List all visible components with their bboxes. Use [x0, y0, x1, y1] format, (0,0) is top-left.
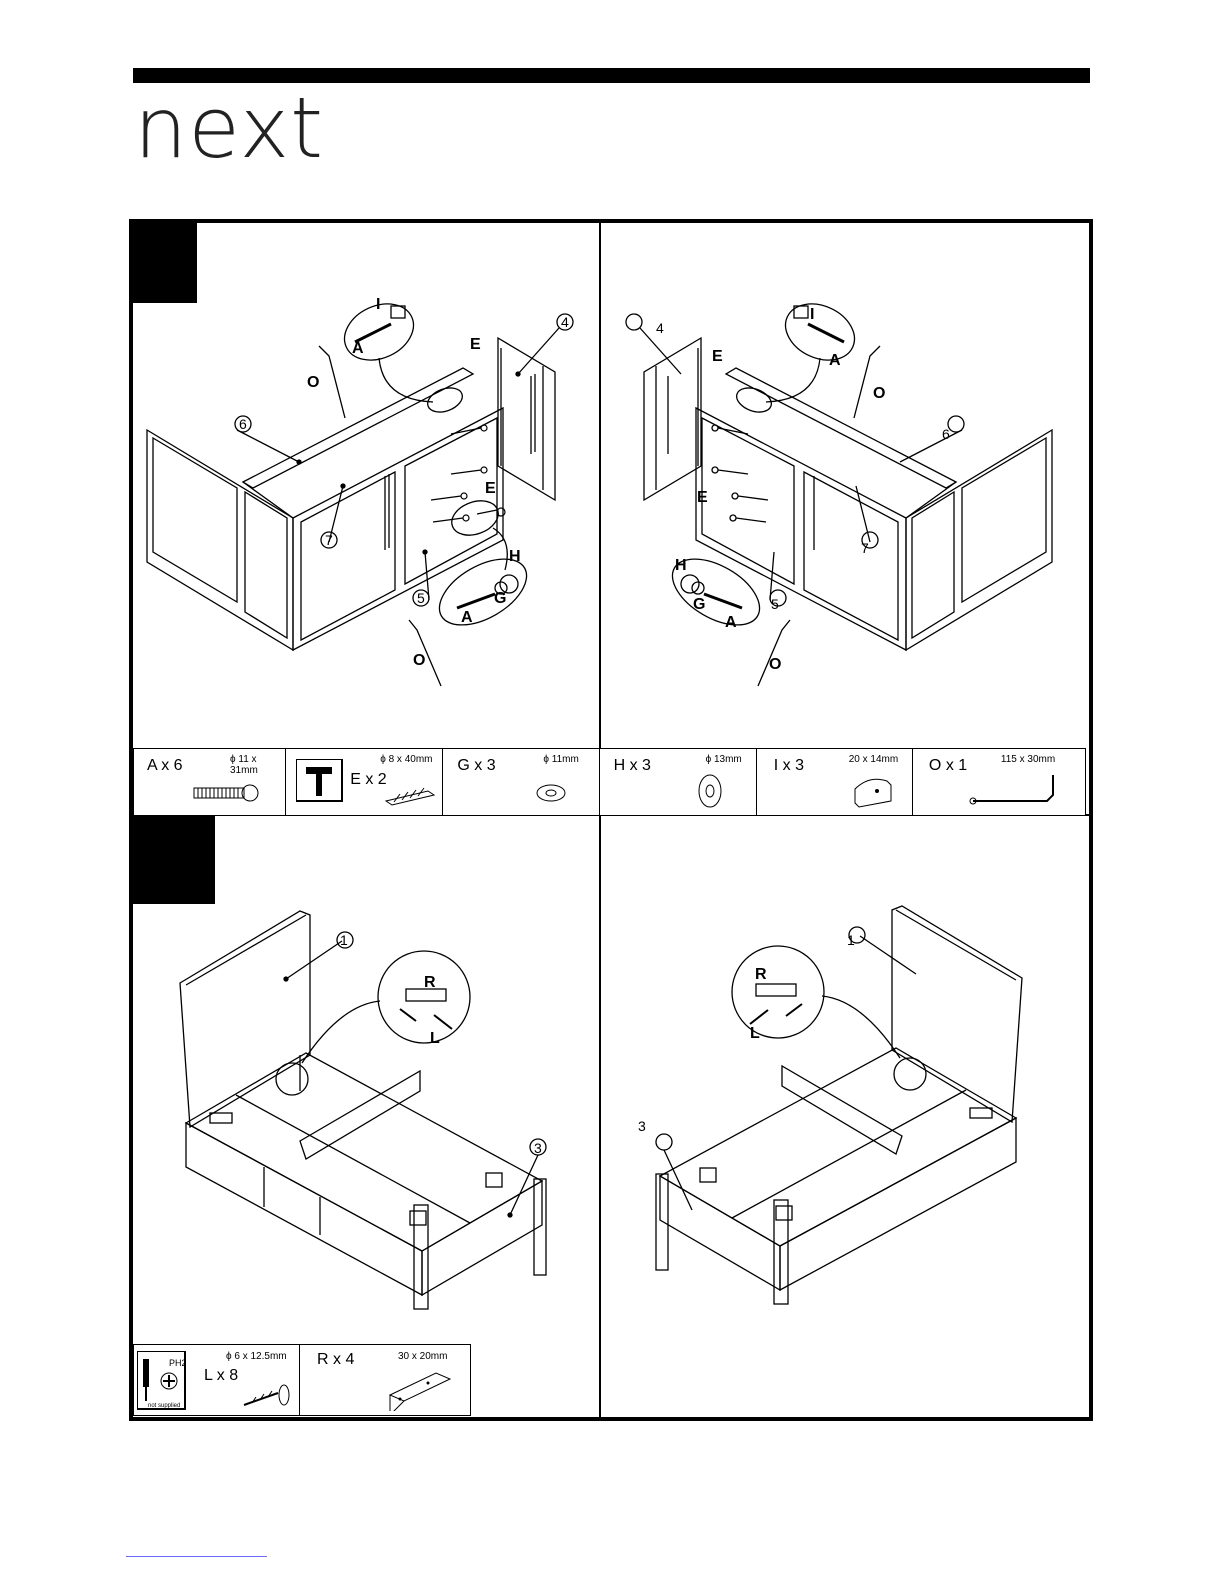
part-G-dim: ϕ 11mm: [543, 754, 578, 765]
callout-A-2: A: [461, 609, 473, 627]
callout-H-r: H: [675, 557, 687, 575]
callout-A-r-2: A: [725, 614, 737, 632]
bolt-icon: [192, 783, 262, 803]
step2-right-diagram: [630, 900, 1050, 1320]
callout-G: G: [494, 590, 506, 608]
part-number-4-r: 4: [656, 320, 664, 336]
parts-list-step1: A x 6 ϕ 11 x 31mm E x 2 ϕ 8 x 40mm G x 3…: [133, 748, 1086, 816]
callout-E: E: [470, 336, 481, 354]
part-number-1-r: 1: [847, 932, 855, 948]
part-number-5-r: 5: [771, 596, 779, 612]
part-R-dim: 30 x 20mm: [398, 1351, 447, 1362]
part-L: PH2 not supplied L x 8 ϕ 6 x 12.5mm: [134, 1345, 300, 1415]
part-I-dim: 20 x 14mm: [849, 754, 898, 765]
part-number-6: 6: [239, 416, 247, 432]
callout-R-r: R: [755, 966, 767, 984]
callout-L-r: L: [750, 1025, 760, 1043]
spring-washer-icon: [531, 781, 571, 805]
part-number-7-r: 7: [861, 540, 869, 556]
part-A: A x 6 ϕ 11 x 31mm: [134, 749, 286, 815]
part-number-3: 3: [534, 1140, 542, 1156]
part-R-label: R x 4: [317, 1351, 354, 1369]
callout-O: O: [307, 374, 319, 392]
part-H-label: H x 3: [614, 757, 651, 775]
part-A-label: A x 6: [147, 757, 183, 775]
step-2-marker: [133, 816, 215, 904]
part-E-dim: ϕ 8 x 40mm: [380, 754, 432, 765]
part-H-dim: ϕ 13mm: [706, 754, 742, 765]
footer-link-underline: [126, 1556, 267, 1557]
part-E: E x 2 ϕ 8 x 40mm: [286, 749, 443, 815]
part-O-label: O x 1: [929, 757, 967, 775]
part-I-label: I x 3: [774, 757, 804, 775]
washer-icon: [695, 771, 725, 811]
callout-L: L: [430, 1030, 440, 1048]
tool-label: PH2: [169, 1358, 187, 1368]
part-G-label: G x 3: [457, 757, 495, 775]
part-L-dim: ϕ 6 x 12.5mm: [226, 1351, 287, 1362]
callout-O-r: O: [873, 385, 885, 403]
part-O-dim: 115 x 30mm: [1001, 754, 1055, 765]
part-O: O x 1 115 x 30mm: [913, 749, 1085, 815]
bracket-icon: [386, 1367, 466, 1411]
step1-left-diagram: [133, 290, 599, 750]
part-number-7: 7: [325, 532, 333, 548]
part-E-label: E x 2: [350, 771, 386, 789]
part-L-label: L x 8: [204, 1367, 238, 1385]
callout-A: A: [352, 340, 364, 358]
part-number-6-r: 6: [942, 426, 950, 442]
step1-right-diagram: [620, 290, 1080, 750]
callout-E-r-2: E: [697, 489, 708, 507]
part-I: I x 3 20 x 14mm: [757, 749, 913, 815]
brand-logo: next: [134, 86, 324, 170]
part-R: R x 4 30 x 20mm: [300, 1345, 470, 1415]
vertical-divider: [599, 223, 601, 1417]
callout-E-r: E: [712, 348, 723, 366]
part-A-dim: ϕ 11 x 31mm: [230, 754, 285, 776]
part-number-5: 5: [417, 590, 425, 606]
step2-left-diagram: [170, 905, 590, 1325]
part-number-3-r: 3: [638, 1118, 646, 1134]
screw-icon: [238, 1383, 298, 1413]
callout-H: H: [509, 548, 521, 566]
callout-I: I: [376, 296, 380, 314]
callout-E-2: E: [485, 480, 496, 498]
callout-I-r: I: [810, 306, 814, 324]
part-number-4: 4: [561, 314, 569, 330]
callout-O-2: O: [413, 652, 425, 670]
callout-O-r-2: O: [769, 656, 781, 674]
part-number-1: 1: [340, 932, 348, 948]
callout-A-r: A: [829, 352, 841, 370]
callout-R: R: [424, 974, 436, 992]
tool-note: not supplied: [148, 1403, 180, 1409]
part-H: H x 3 ϕ 13mm: [600, 749, 757, 815]
parts-list-step2: PH2 not supplied L x 8 ϕ 6 x 12.5mm R x …: [133, 1344, 471, 1416]
dowel-icon: [382, 787, 442, 807]
hammer-icon: [296, 759, 344, 803]
callout-G-r: G: [693, 596, 705, 614]
part-G: G x 3 ϕ 11mm: [443, 749, 599, 815]
cam-nut-icon: [853, 775, 895, 809]
allen-key-icon: [969, 773, 1069, 813]
